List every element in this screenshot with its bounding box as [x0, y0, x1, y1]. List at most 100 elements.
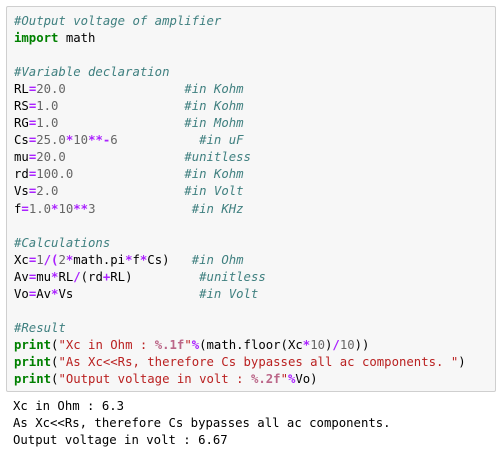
operator: = [28, 184, 37, 199]
import-module: math [58, 31, 96, 46]
var-name: f [14, 201, 22, 216]
operator: ** [73, 201, 89, 216]
operator: * [125, 252, 133, 267]
code-line-2: import math [14, 30, 466, 47]
code-line-print-3: print("Output voltage in volt : %.2f"%Vo… [14, 371, 466, 388]
format-spec: %.1f [154, 337, 185, 352]
whitespace [66, 82, 184, 96]
var-name: Vs [14, 184, 29, 199]
paren: ( [51, 371, 59, 386]
operator: * [65, 133, 74, 148]
code-line-blank-2 [14, 218, 466, 235]
identifier: RL [58, 269, 74, 284]
whitespace [58, 184, 184, 198]
operator: * [51, 201, 59, 216]
code-line-vo: Vo=Av*Vs #in Volt [14, 286, 466, 303]
string: " [184, 337, 192, 352]
var-name: mu [14, 150, 29, 165]
identifier: f [132, 252, 140, 267]
operator: = [28, 82, 37, 97]
number: 25.0 [36, 133, 66, 148]
identifier: RL) [110, 269, 133, 284]
number: 6 [110, 133, 118, 148]
code-line-print-2: print("As Xc<<Rs, therefore Cs bypasses … [14, 354, 466, 371]
number: 10 [339, 337, 355, 352]
operator: % [191, 337, 200, 352]
number: 100.0 [36, 167, 74, 182]
output-line-3: Output voltage in volt : 6.67 [13, 433, 228, 448]
number: 2 [58, 252, 66, 267]
var-name: Cs [14, 133, 29, 148]
identifier: Cs) [147, 252, 170, 267]
operator: * [51, 286, 59, 301]
identifier: Av [36, 286, 52, 301]
number: 1.0 [36, 116, 59, 131]
inline-comment: #in Kohm [184, 99, 244, 114]
code-line-f: f=1.0*10**3 #in KHz [14, 201, 466, 218]
var-name: RS [14, 99, 29, 114]
number: 1.0 [28, 201, 52, 216]
whitespace [58, 99, 184, 113]
operator: * [65, 252, 74, 267]
number: 20.0 [36, 82, 66, 97]
code-line-rl: RL=20.0 #in Kohm [14, 81, 466, 98]
identifier: (math.floor(Xc [199, 337, 303, 352]
operator: = [28, 252, 37, 267]
identifier: Vs [58, 286, 74, 301]
comment-result: #Result [14, 320, 66, 335]
whitespace [170, 253, 192, 267]
inline-comment: #in KHz [191, 201, 244, 216]
operator: = [28, 269, 37, 284]
number: 1 [36, 252, 44, 267]
whitespace [58, 116, 184, 130]
number: 1.0 [36, 99, 59, 114]
operator: **- [88, 133, 111, 148]
string: "As Xc<<Rs, therefore Cs bypasses all ac… [58, 354, 459, 369]
inline-comment: #in Volt [184, 184, 244, 199]
inline-comment: #in Kohm [184, 82, 244, 97]
number: 10 [310, 337, 325, 352]
paren: )) [354, 337, 370, 352]
var-name: RG [14, 116, 29, 131]
var-name: Xc [14, 252, 29, 267]
inline-comment: #in Ohm [191, 252, 244, 267]
code-line-4: #Variable declaration [14, 64, 466, 81]
inline-comment: #in Mohm [184, 116, 244, 131]
code-line-rg: RG=1.0 #in Mohm [14, 115, 466, 132]
print-keyword: print [14, 371, 52, 386]
number: 20.0 [36, 150, 66, 165]
string: " [280, 371, 288, 386]
import-keyword: import [14, 31, 59, 46]
comment-title: #Output voltage of amplifier [14, 14, 222, 28]
code-line-1: #Output voltage of amplifier [14, 13, 466, 30]
var-name: Vo [14, 286, 29, 301]
number: 3 [88, 201, 96, 216]
operator: / [73, 269, 81, 284]
code-line-vs: Vs=2.0 #in Volt [14, 183, 466, 200]
whitespace [118, 133, 199, 147]
operator: % [287, 371, 296, 386]
operator: = [21, 201, 29, 216]
code-line-blank-3 [14, 303, 466, 320]
operator: = [28, 167, 37, 182]
comment-calculations: #Calculations [14, 235, 111, 250]
code-line-print-1: print("Xc in Ohm : %.1f"%(math.floor(Xc*… [14, 337, 466, 354]
whitespace [73, 287, 199, 301]
print-keyword: print [14, 354, 52, 369]
identifier: math.pi [73, 252, 126, 267]
code-line-3 [14, 47, 466, 64]
number: 2.0 [36, 184, 59, 199]
operator: * [51, 269, 59, 284]
operator: * [139, 252, 148, 267]
identifier: (rd [80, 269, 103, 284]
operator: = [28, 150, 37, 165]
code-line-cs: Cs=25.0*10**-6 #in uF [14, 132, 466, 149]
string: "Output voltage in volt : [58, 371, 251, 386]
print-keyword: print [14, 337, 52, 352]
code-line-xc: Xc=1/(2*math.pi*f*Cs) #in Ohm [14, 252, 466, 269]
inline-comment: #in uF [199, 133, 244, 148]
whitespace [66, 150, 184, 164]
inline-comment: #unitless [199, 269, 266, 284]
